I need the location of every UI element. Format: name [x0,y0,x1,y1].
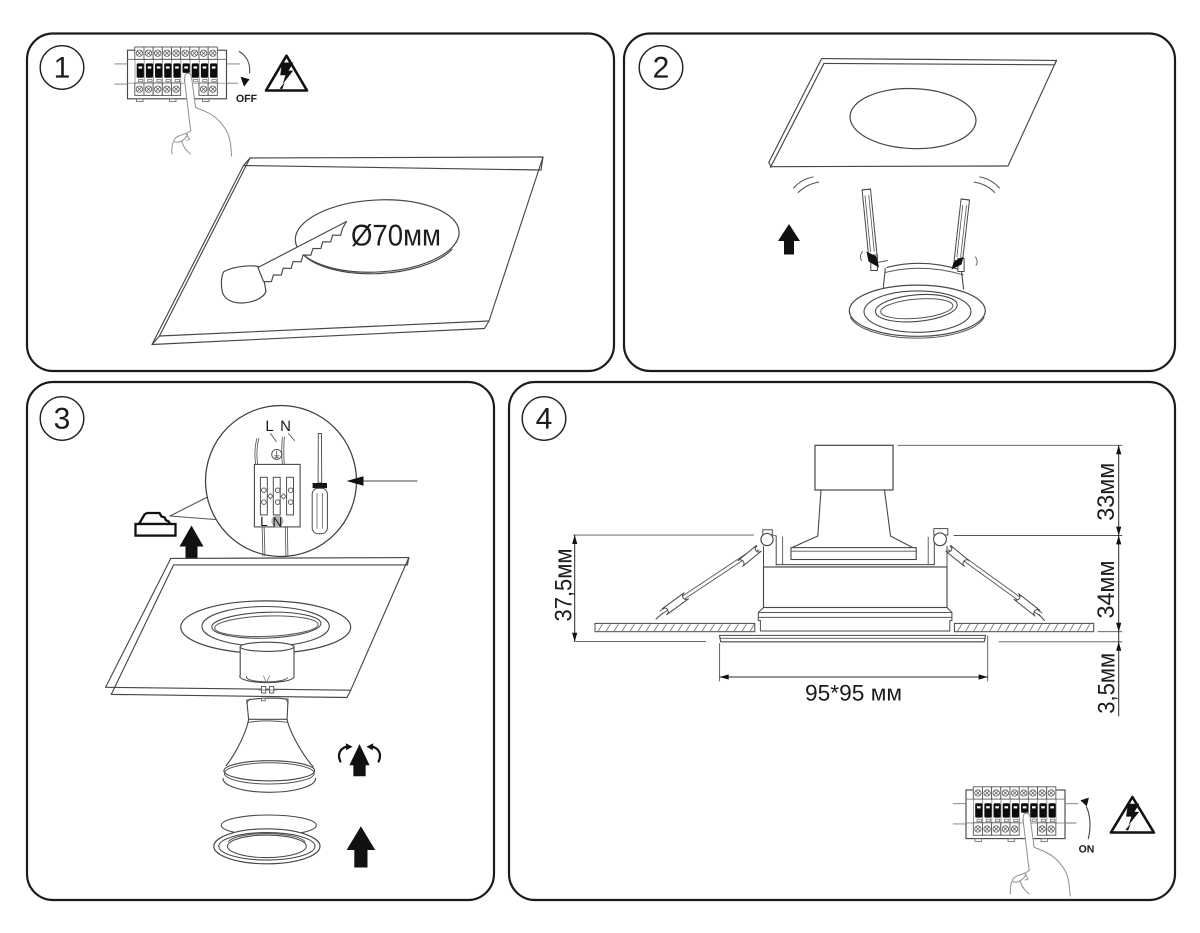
svg-text:2: 2 [653,52,670,85]
svg-text:L: L [260,514,268,529]
svg-text:34мм: 34мм [1093,561,1120,619]
svg-text:L: L [265,418,273,435]
svg-text:N: N [273,514,283,529]
svg-text:3: 3 [54,403,71,436]
svg-text:95*95 мм: 95*95 мм [805,680,902,705]
svg-text:3,5мм: 3,5мм [1094,653,1121,714]
svg-text:ON: ON [1079,843,1095,855]
svg-text:1: 1 [54,52,71,85]
svg-text:33мм: 33мм [1093,463,1120,521]
svg-text:Ø70мм: Ø70мм [351,219,441,252]
svg-text:OFF: OFF [236,93,258,105]
svg-text:4: 4 [536,403,553,436]
svg-text:37,5мм: 37,5мм [551,549,578,622]
svg-text:N: N [280,418,291,435]
